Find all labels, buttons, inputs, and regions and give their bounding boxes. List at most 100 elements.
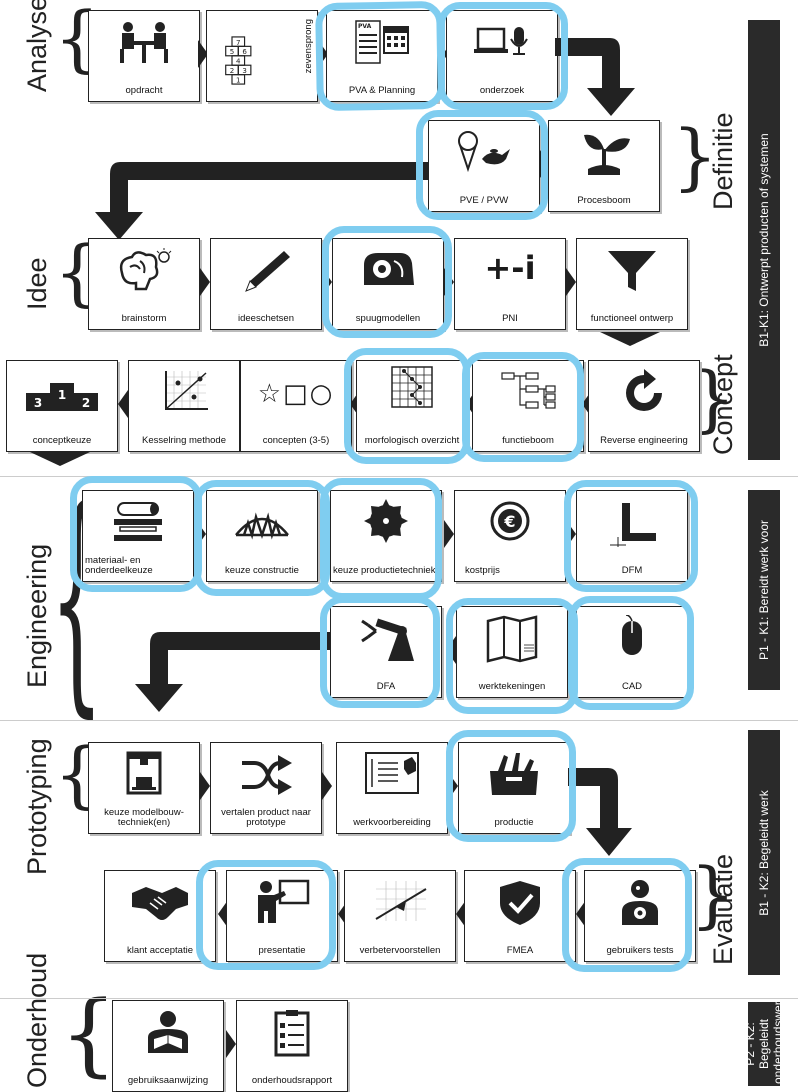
card-spuugmodellen[interactable]: spuugmodellen	[332, 238, 444, 330]
highlight-presentatie	[196, 860, 336, 970]
down-arrow-icon	[600, 332, 660, 346]
highlight-constructie	[194, 480, 330, 596]
scatter-graph-icon	[165, 371, 208, 410]
highlight-gebruikers	[562, 858, 692, 972]
card-fmea[interactable]: FMEA	[464, 870, 576, 962]
chevron-icon	[322, 772, 332, 800]
card-label: PVA & Planning	[348, 85, 416, 96]
clipboard-checklist-icon	[274, 1010, 310, 1057]
card-dfm[interactable]: DFM	[576, 490, 688, 582]
card-werkvoorbereiding[interactable]: werkvoorbereiding	[336, 742, 448, 834]
card-onderzoek[interactable]: onderzoek	[446, 10, 558, 102]
svg-text:€: €	[503, 512, 515, 531]
highlight-materiaal	[70, 476, 202, 592]
card-label: keuze modelbouw-techniek(en)	[104, 807, 184, 828]
card-conceptkeuze[interactable]: 3 1 2 conceptkeuze	[6, 360, 118, 452]
brace-onderhoud: {	[60, 982, 118, 1087]
card-productie[interactable]: productie	[458, 742, 570, 834]
card-onderhoudsrapport[interactable]: onderhoudsrapport	[236, 1000, 348, 1092]
card-label: FMEA	[506, 945, 534, 956]
card-presentatie[interactable]: presentatie	[226, 870, 338, 962]
svg-text:4: 4	[236, 57, 241, 66]
card-vertalen[interactable]: vertalen product naar prototype	[210, 742, 322, 834]
card-reverse-engineering[interactable]: Reverse engineering	[588, 360, 700, 452]
card-werktekeningen[interactable]: werktekeningen	[456, 606, 568, 698]
card-modelbouw[interactable]: keuze modelbouw-techniek(en)	[88, 742, 200, 834]
sidebar-p1k1: P1 - K1: Bereidt werk voor	[748, 490, 780, 690]
card-label: opdracht	[125, 85, 163, 96]
svg-text:3: 3	[242, 66, 247, 75]
card-functieboom[interactable]: functieboom	[472, 360, 584, 452]
card-label: productie	[494, 817, 534, 828]
card-gebruikers-tests[interactable]: gebruikers tests	[584, 870, 696, 962]
card-materiaal[interactable]: materiaal- en onderdeelkeuze	[82, 490, 194, 582]
chevron-left-icon	[338, 900, 348, 928]
refresh-icon	[626, 369, 662, 411]
phase-label-engineering: Engineering	[22, 543, 52, 688]
card-opdracht[interactable]: opdracht	[88, 10, 200, 102]
brace-evaluatie: }	[690, 852, 736, 936]
mouse-icon	[622, 615, 642, 655]
card-gebruiksaanwijzing[interactable]: gebruiksaanwijzing	[112, 1000, 224, 1092]
card-keuze-constructie[interactable]: keuze constructie	[206, 490, 318, 582]
card-cad[interactable]: CAD	[576, 606, 688, 698]
card-pve-pvw[interactable]: PVE / PVW	[428, 120, 540, 212]
card-dfa[interactable]: DFA	[330, 606, 442, 698]
card-label: DFA	[376, 681, 396, 692]
card-label: keuze constructie	[225, 565, 299, 576]
chevron-left-icon	[118, 390, 128, 418]
podium-digit: 2	[82, 396, 90, 410]
card-brainstorm[interactable]: brainstorm	[88, 238, 200, 330]
podium-digit: 1	[58, 388, 66, 402]
brace-definitie: }	[672, 114, 718, 198]
card-functioneel-ontwerp[interactable]: functioneel ontwerp	[576, 238, 688, 330]
folded-map-icon	[486, 615, 538, 663]
chevron-left-icon	[466, 390, 476, 418]
meeting-icon	[120, 22, 168, 63]
highlight-morfologisch	[344, 348, 470, 464]
card-label: materiaal- en onderdeelkeuze	[85, 555, 153, 576]
document-calendar-icon: PVA	[355, 20, 409, 64]
divider-onderhoud	[0, 998, 798, 999]
card-label: ideeschetsen	[238, 313, 294, 324]
card-productietechniek[interactable]: keuze productietechniek	[330, 490, 442, 582]
truss-bridge-icon	[235, 512, 289, 540]
3d-printer-icon	[126, 751, 162, 795]
chevron-icon	[200, 772, 210, 800]
card-label: spuugmodellen	[355, 313, 421, 324]
card-label: Kesselring methode	[142, 435, 226, 446]
card-pva-planning[interactable]: PVA PVA & Planning	[326, 10, 438, 102]
highlight-productie	[446, 730, 576, 842]
card-concepten[interactable]: ☆□○ concepten (3-5)	[240, 360, 352, 452]
card-kesselring[interactable]: Kesselring methode	[128, 360, 240, 452]
sidebar-p2k2: P2 - K2: Begeleidt onderhoudswerk	[743, 995, 785, 1086]
card-ideeschetsen[interactable]: ideeschetsen	[210, 238, 322, 330]
card-pni[interactable]: +-i PNI	[454, 238, 566, 330]
svg-text:7: 7	[236, 38, 241, 47]
card-label: gebruiksaanwijzing	[127, 1075, 209, 1086]
card-label: functieboom	[502, 435, 554, 446]
flow-arrow-icon	[555, 38, 635, 116]
card-label: werkvoorbereiding	[353, 817, 431, 828]
chevron-icon	[200, 268, 210, 296]
card-label: onderhoudsrapport	[251, 1075, 333, 1086]
card-kostprijs[interactable]: € kostprijs	[454, 490, 566, 582]
chevron-left-icon	[350, 390, 360, 418]
card-label: verbetervoorstellen	[359, 945, 441, 956]
document-icon: PVA	[358, 23, 372, 30]
card-label: brainstorm	[121, 313, 167, 324]
phase-label-analyse: Analyse	[22, 0, 52, 92]
card-procesboom[interactable]: Procesboom	[548, 120, 660, 212]
highlight-functieboom	[462, 352, 584, 462]
plus-minus-i-icon: +-i	[484, 249, 536, 287]
card-label: PVE / PVW	[459, 195, 509, 206]
blueprint-icon	[365, 752, 419, 794]
card-label: DFM	[621, 565, 643, 576]
card-verbetervoorstellen[interactable]: verbetervoorstellen	[344, 870, 456, 962]
card-label: zevensprong	[303, 19, 314, 74]
highlight-onderzoek	[438, 2, 568, 110]
shuffle-icon	[242, 755, 292, 795]
card-morfologisch[interactable]: morfologisch overzicht	[356, 360, 468, 452]
